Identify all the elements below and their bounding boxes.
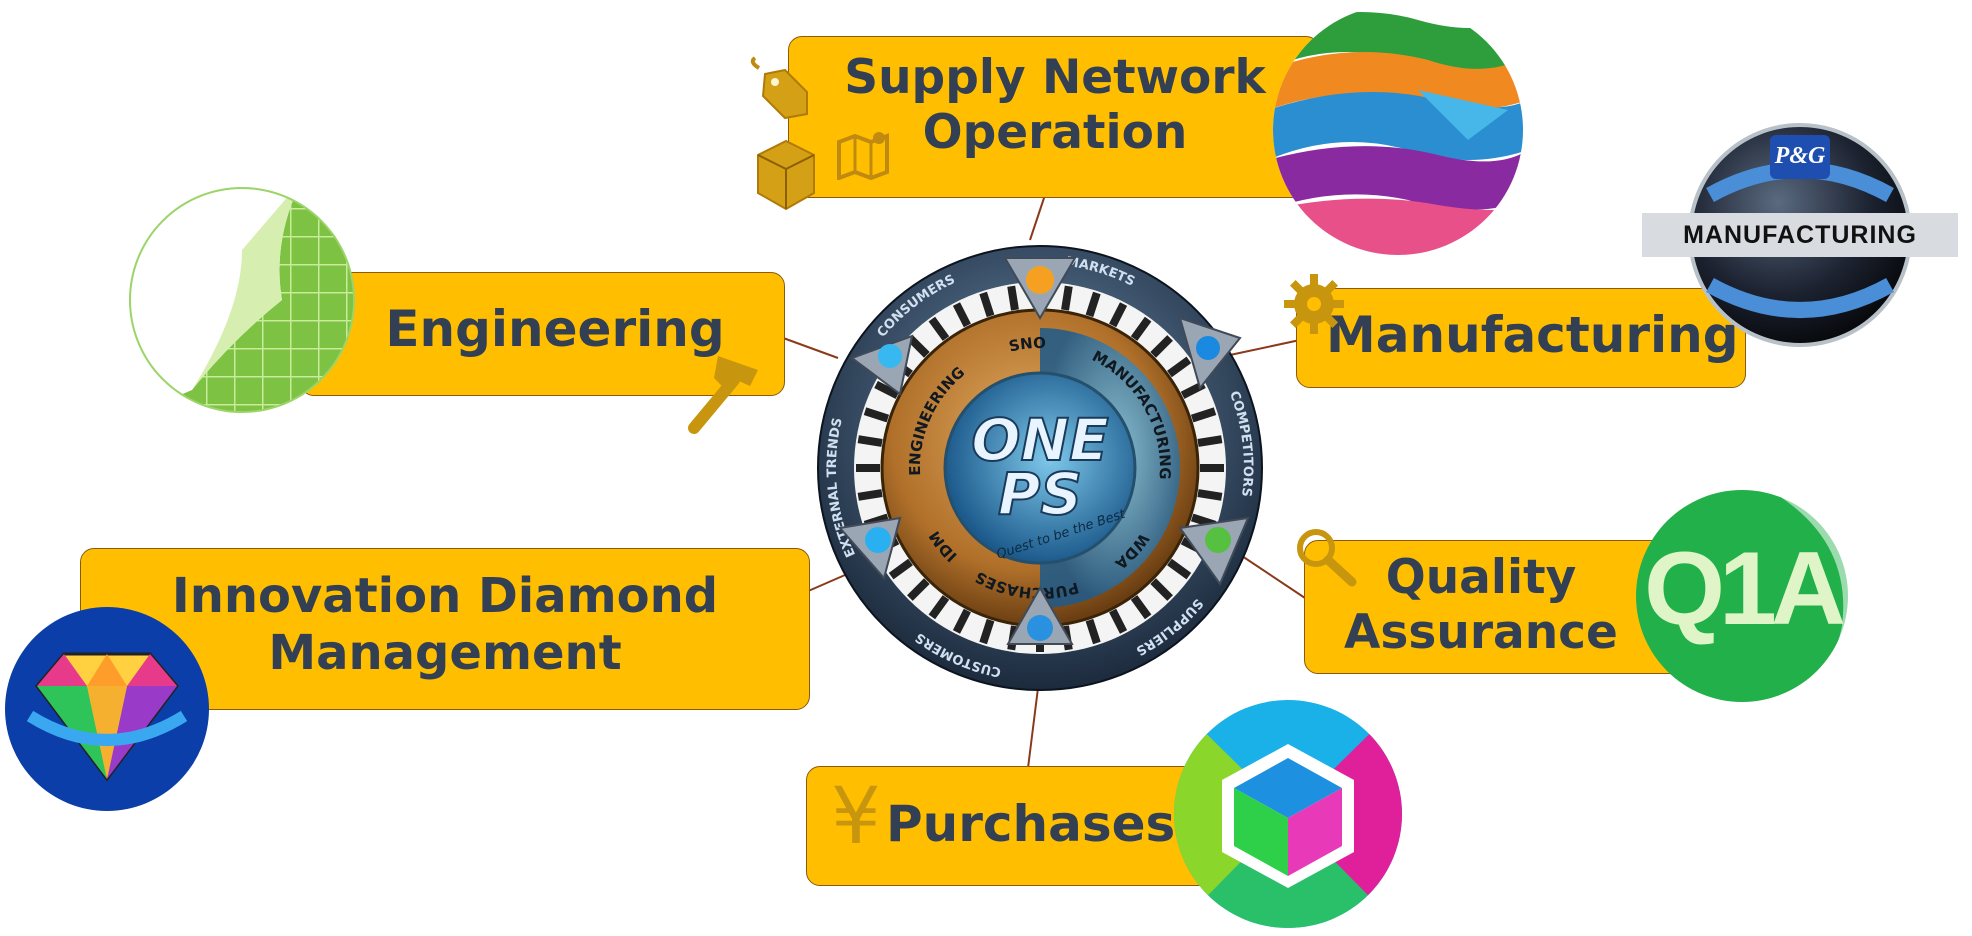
one-ps-hub: MARKETS COMPETITORS SUPPLIERS CUSTOMERS … [817, 245, 1263, 691]
hub-logo-line1: ONE [971, 406, 1108, 474]
yen-icon: ¥ [831, 772, 881, 862]
engineering-box[interactable] [300, 272, 785, 396]
hub-gems [838, 257, 1250, 645]
idm-label: Innovation Diamond Management [160, 568, 730, 681]
hub-logo-line2: PS [998, 460, 1082, 528]
hub-roller [1167, 356, 1192, 378]
gear-icon [1284, 274, 1344, 334]
hub-roller [1007, 285, 1019, 311]
hub-roller [1085, 618, 1101, 645]
manufacturing-box[interactable] [1296, 288, 1746, 388]
supply-network-label: Supply Network Operation [820, 50, 1290, 161]
q1a-text: Q1A [1644, 531, 1846, 647]
package-icon [757, 139, 815, 211]
hub-roller [907, 578, 930, 601]
quality-line2: Assurance [1344, 605, 1618, 661]
pg-badge-text: MANUFACTURING [1683, 221, 1917, 249]
engineering-paper-icon [129, 187, 355, 413]
hub-roller [857, 489, 883, 501]
q1a-badge: Q1A [1632, 486, 1862, 706]
manufacturing-label: Manufacturing [1326, 306, 1739, 364]
hub-roller [979, 618, 995, 645]
engineering-label: Engineering [385, 300, 725, 358]
quality-label: Quality Assurance [1326, 550, 1636, 661]
hub-roller [857, 435, 883, 447]
hub-roller [979, 291, 995, 318]
hub-roller [1197, 435, 1223, 447]
supply-network-box[interactable] [788, 36, 1320, 198]
map-icon [837, 132, 889, 180]
diamond-icon [5, 607, 209, 811]
hub-roller [1150, 335, 1173, 358]
idm-line2: Management [268, 624, 622, 681]
idm-line1: Innovation Diamond [171, 568, 719, 624]
hub-roller [1197, 489, 1223, 501]
svg-text:SNO: SNO [1007, 334, 1046, 356]
supply-network-line2: Operation [922, 105, 1188, 161]
hub-roller [1167, 558, 1192, 580]
hub-roller [1130, 595, 1152, 620]
hub-roller [1061, 285, 1073, 311]
hub-roller [952, 608, 971, 634]
supply-network-line1: Supply Network [844, 50, 1266, 105]
hub-roller [1109, 302, 1128, 328]
hub-roller [1190, 407, 1217, 423]
hub-roller [863, 407, 890, 423]
hub-inner-label-0: SNO [1007, 334, 1046, 356]
hub-roller [1085, 291, 1101, 318]
magnifier-icon [1297, 529, 1357, 587]
supply-network-ribbon-icon [1273, 5, 1523, 255]
pg-brand: P&G [1774, 143, 1826, 169]
tag-icon [750, 56, 808, 120]
hub-roller [888, 558, 913, 580]
hub-roller [952, 302, 971, 328]
hub-roller [928, 316, 950, 341]
quality-line1: Quality [1385, 550, 1577, 605]
hub-roller [928, 595, 950, 620]
hub-roller [1150, 578, 1173, 601]
cube-icon [1174, 700, 1402, 928]
hub-roller [907, 335, 930, 358]
purchases-box[interactable] [806, 766, 1226, 886]
hub-roller [1109, 608, 1128, 634]
hub-roller [874, 380, 900, 399]
hammer-icon [688, 356, 758, 434]
hub-roller [1130, 316, 1152, 341]
pg-manufacturing-badge: P&G MANUFACTURING [1640, 115, 1960, 355]
purchases-label: Purchases [886, 795, 1176, 853]
